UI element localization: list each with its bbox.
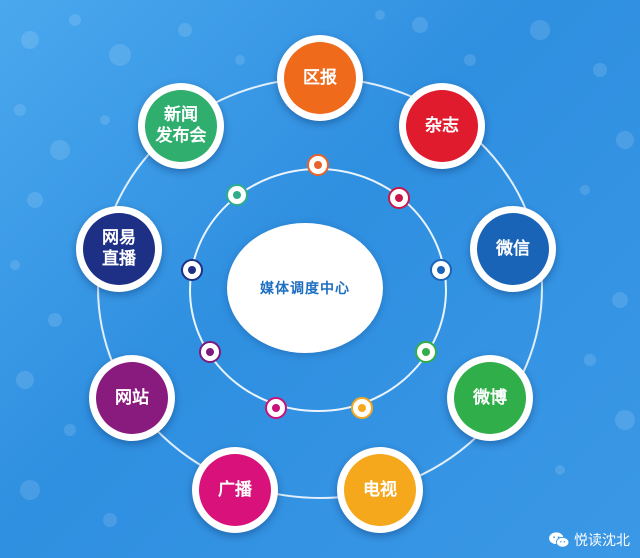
node-label-line: 区报	[303, 67, 337, 88]
connector-dot	[199, 341, 221, 363]
node-label-line: 新闻	[164, 105, 198, 125]
node-weixin-circle: 微信	[477, 213, 549, 285]
node-label-line: 网站	[115, 387, 149, 408]
node-weibo: 微博	[447, 355, 533, 441]
center-hub: 媒体调度中心	[227, 223, 383, 353]
node-label: 电视	[363, 480, 397, 501]
wechat-icon	[549, 532, 570, 548]
node-label-line: 杂志	[425, 115, 459, 136]
node-label-line: 发布会	[155, 126, 207, 146]
node-label-line: 微博	[473, 387, 507, 408]
node-label: 微博	[473, 388, 507, 409]
node-label-line: 微信	[496, 238, 530, 259]
node-label-line: 广播	[218, 479, 252, 500]
node-dianshi-circle: 电视	[344, 454, 416, 526]
node-wangzhan: 网站	[89, 355, 175, 441]
node-xinwen: 新闻发布会	[138, 83, 224, 169]
connector-dot	[430, 259, 452, 281]
node-qubao-circle: 区报	[284, 42, 356, 114]
node-label: 区报	[303, 68, 337, 89]
node-label: 网站	[115, 388, 149, 409]
node-label-line: 网易	[102, 228, 136, 248]
node-dianshi: 电视	[337, 447, 423, 533]
node-wangyi: 网易直播	[76, 206, 162, 292]
connector-dot	[181, 259, 203, 281]
node-weixin: 微信	[470, 206, 556, 292]
watermark: 悦读沈北	[548, 530, 630, 550]
node-label-line: 直播	[102, 249, 136, 269]
node-wangyi-circle: 网易直播	[83, 213, 155, 285]
node-label-line: 电视	[363, 479, 397, 500]
center-label: 媒体调度中心	[260, 281, 350, 297]
node-guangbo-circle: 广播	[199, 454, 271, 526]
connector-dot	[415, 341, 437, 363]
node-guangbo: 广播	[192, 447, 278, 533]
node-label: 新闻发布会	[156, 105, 207, 147]
node-zazhi: 杂志	[399, 83, 485, 169]
node-xinwen-circle: 新闻发布会	[145, 90, 217, 162]
node-label: 广播	[218, 480, 252, 501]
node-zazhi-circle: 杂志	[406, 90, 478, 162]
node-wangzhan-circle: 网站	[96, 362, 168, 434]
node-label: 网易直播	[102, 228, 136, 270]
node-label: 微信	[496, 239, 530, 260]
node-label: 杂志	[425, 116, 459, 137]
watermark-text: 悦读沈北	[574, 533, 630, 549]
connector-dot	[351, 397, 373, 419]
connector-dot	[226, 184, 248, 206]
node-qubao: 区报	[277, 35, 363, 121]
connector-dot	[265, 397, 287, 419]
node-weibo-circle: 微博	[454, 362, 526, 434]
connector-dot	[388, 187, 410, 209]
connector-dot	[307, 154, 329, 176]
